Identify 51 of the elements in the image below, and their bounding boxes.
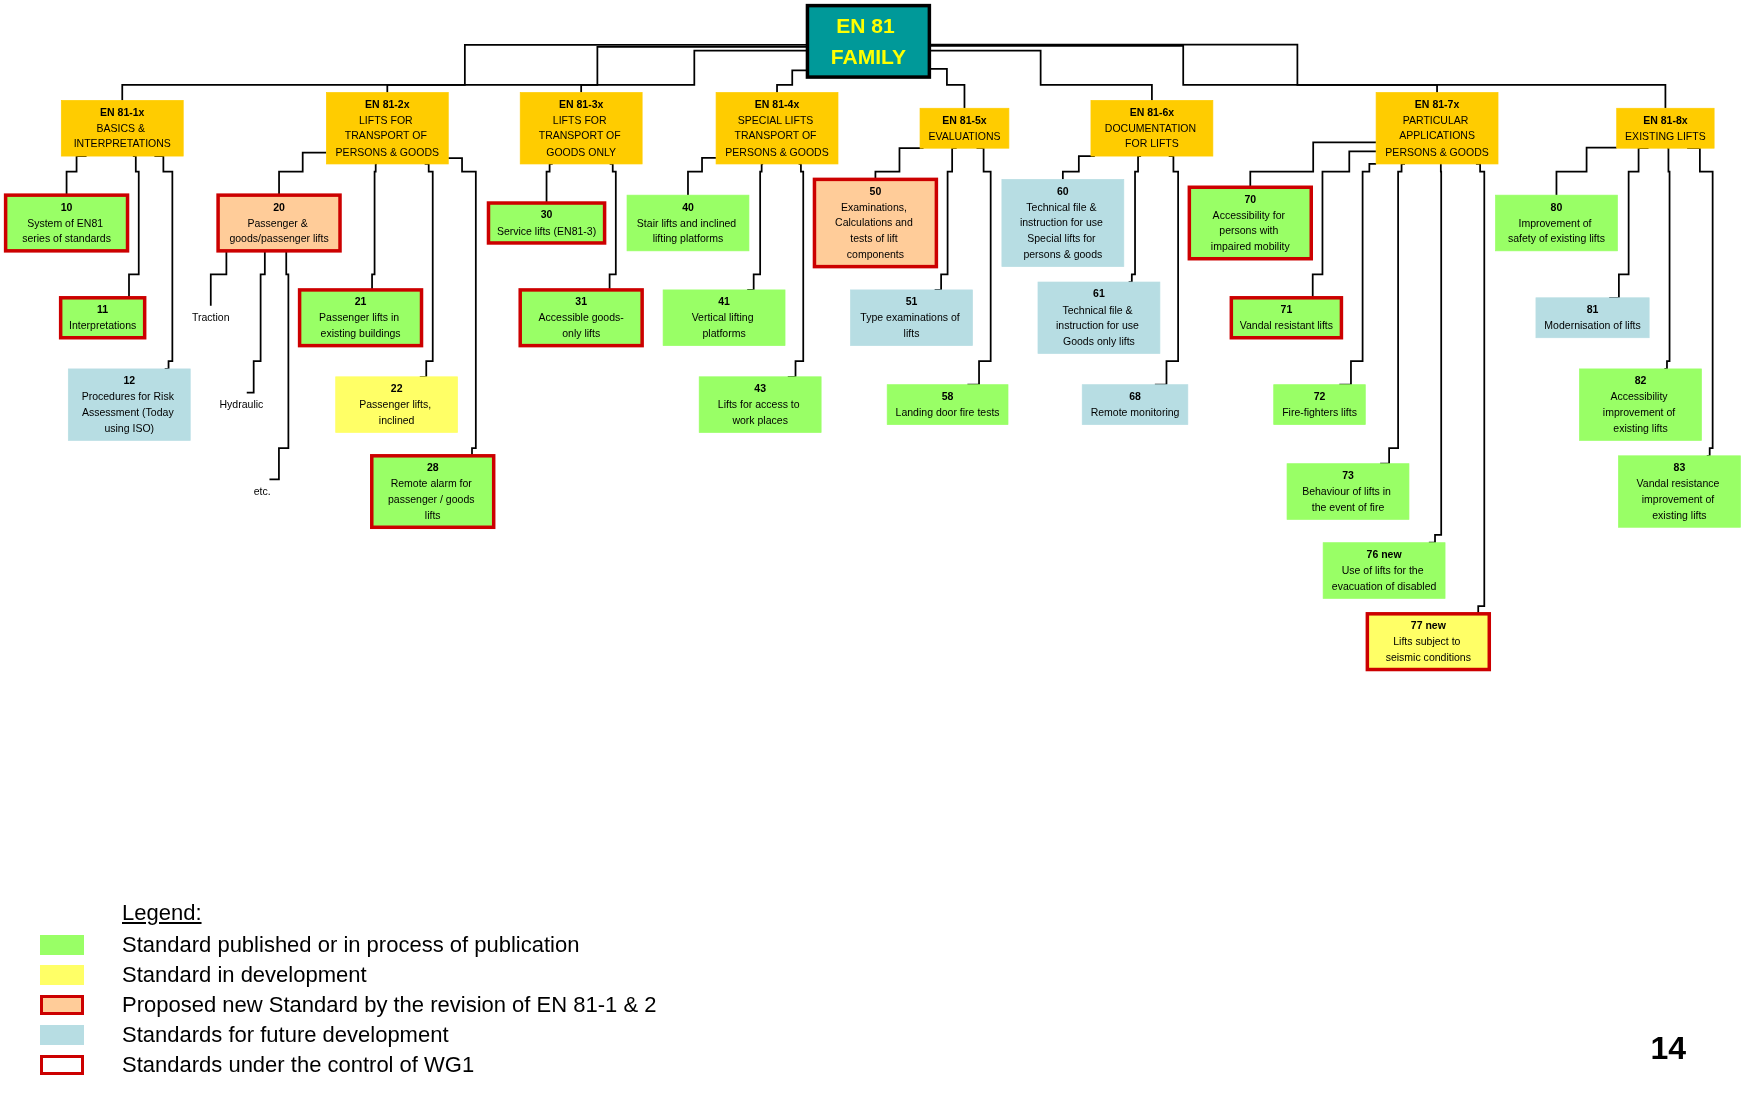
tree-diagram: EN 81 FAMILY EN 81-1x BASICS & INTERPRETATIONS EN 81-2x LIFTS FOR TRANSPORT OF PERSONS & GOODS EN 81-3x LIFTS FOR TRANSPORT OF GOODS ONLY EN 81-4x SPECIAL LIFTS TRANSPORT OF PERSONS & GOODS EN 81-5x EVALUATIONS EN 81-6x DOCUMENTATION FOR LIFTS EN 81-7x PARTICULAR APPLICATIONS PERSONS & GOODS EN 81-8x EXISTING LIFTS 10 System of EN81 series of standards 11 Interpretations 12 Procedures for Risk Assessment (Today using ISO) 20 Passenger & goods/passenger lifts Traction Hydraulic etc. 21 Passenger lifts in existing buildings 22 Passenger lifts, inclined 28 Remote alarm for passenger / goods lifts 30 Service lifts (EN81-3) 31 Accessible goods-only lifts 40 Stair lifts and inclined lifting platforms 41 Vertical lifting platforms 43 Lifts for access to work places 50 Examinations, Calculations and tests of lift components 51 Type examinations of lifts 58 Landing door fire tests 60 Technical file & instruction for use Special lifts for persons & goods 61 Technical file & instruction for use Goods only lifts 68 Remote monitoring 70 Accessibility for persons with impaired mobility 71 Vandal resistant lifts 72 Fire-fighters lifts 73 Behaviour of lifts in the event of fire 76 new Use of lifts for the evacuation of disabled 77 new Lifts subject to seismic conditions 80 Improvement of safety of existing lifts 81 Modernisation of lifts 82 Accessibility improvement of existing lifts 83 Vandal resistance improvement of existing lifts bbox=[0, 0, 1746, 676]
legend-text: Proposed new Standard by the revision of EN 81-1 & 2 bbox=[122, 992, 657, 1018]
node-box bbox=[297, 288, 424, 348]
node-box bbox=[519, 92, 643, 165]
node-box bbox=[850, 289, 973, 346]
node-box bbox=[662, 289, 786, 346]
node-box bbox=[1090, 100, 1214, 157]
node-box bbox=[1535, 297, 1650, 339]
node-box bbox=[3, 193, 130, 253]
legend-heading: Legend: bbox=[122, 900, 202, 926]
node-box bbox=[67, 368, 191, 441]
node-box bbox=[715, 92, 839, 165]
node-box bbox=[326, 92, 449, 165]
node-text: Traction bbox=[191, 311, 230, 324]
node-box bbox=[1365, 612, 1491, 672]
node-box bbox=[216, 193, 342, 253]
node-box bbox=[1322, 542, 1446, 599]
node-box bbox=[886, 384, 1009, 425]
connector bbox=[1555, 146, 1618, 197]
node-box bbox=[370, 454, 496, 530]
node-box bbox=[698, 376, 822, 433]
node-box bbox=[805, 3, 932, 79]
node-box bbox=[1616, 107, 1715, 149]
node-box bbox=[919, 107, 1010, 149]
node-box bbox=[1618, 455, 1741, 528]
node-box bbox=[1495, 194, 1618, 252]
node-text: etc. bbox=[253, 485, 271, 497]
page-number: 14 bbox=[1650, 1030, 1686, 1067]
legend-text: Standards under the control of WG1 bbox=[122, 1052, 475, 1078]
node-box bbox=[1037, 281, 1161, 354]
legend-text: Standard published or in process of publication bbox=[122, 932, 580, 958]
node-box bbox=[486, 201, 607, 245]
node-box bbox=[626, 194, 750, 252]
node-box bbox=[1579, 368, 1702, 441]
node-box bbox=[1187, 185, 1313, 261]
node-box bbox=[1001, 179, 1125, 267]
node-box bbox=[812, 177, 939, 269]
node-box bbox=[1375, 92, 1499, 165]
node-box bbox=[1273, 384, 1366, 425]
node-box bbox=[60, 100, 184, 157]
node-text: Hydraulic bbox=[219, 398, 264, 411]
legend-text: Standard in development bbox=[122, 962, 367, 988]
node-box bbox=[335, 376, 458, 433]
node-box bbox=[58, 296, 147, 340]
node-box bbox=[518, 288, 644, 348]
legend-text: Standards for future development bbox=[122, 1022, 449, 1048]
node-box bbox=[1081, 384, 1189, 425]
node-box bbox=[1229, 296, 1344, 340]
connector bbox=[1663, 147, 1671, 370]
connector bbox=[687, 157, 717, 197]
node-box bbox=[1286, 463, 1410, 520]
